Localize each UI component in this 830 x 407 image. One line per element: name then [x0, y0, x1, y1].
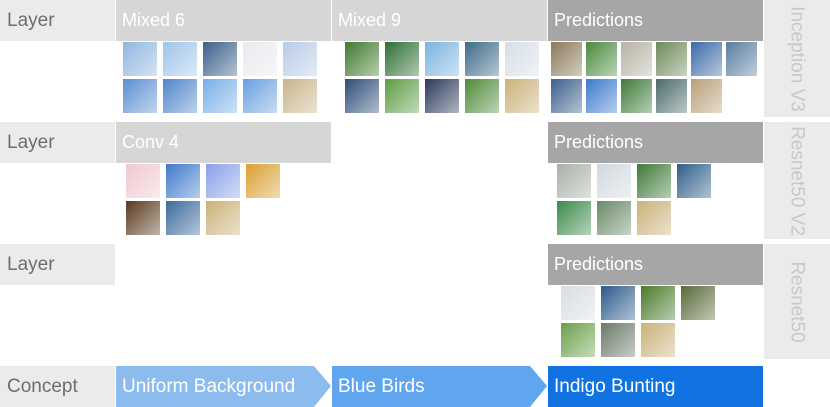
- concept-text-indigo-bunting: Indigo Bunting: [554, 376, 676, 397]
- thumbnail-image: [636, 163, 672, 199]
- thumbnail-image: [550, 78, 583, 114]
- thumbnail-image: [690, 41, 723, 77]
- concept-box-indigo-bunting: [548, 366, 763, 407]
- thumbnail-image: [655, 41, 688, 77]
- thumbnail-image: [556, 200, 592, 236]
- thumbnail-image: [655, 78, 688, 114]
- row-1-label: Layer: [0, 0, 115, 41]
- thumbnail-image: [125, 163, 161, 199]
- model-label-resnet50-v2: Resnet50 V2: [764, 122, 830, 239]
- thumbnail-image: [600, 322, 636, 358]
- layer-header-mixed-6: Mixed 6: [116, 0, 331, 41]
- thumbnail-image: [122, 41, 158, 77]
- concept-text-uniform-background: Uniform Background: [122, 376, 296, 397]
- thumbnail-image: [165, 200, 201, 236]
- thumbnail-image: [344, 41, 380, 77]
- thumbnail-image: [282, 78, 318, 114]
- thumbnail-image: [344, 78, 380, 114]
- thumbnail-image: [556, 163, 592, 199]
- thumbnail-image: [205, 200, 241, 236]
- thumbnail-image: [384, 41, 420, 77]
- thumbnail-image: [205, 163, 241, 199]
- thumbnail-image: [242, 41, 278, 77]
- model-label-inception-v3: Inception V3: [764, 0, 830, 117]
- thumbnail-image: [245, 163, 281, 199]
- concept-arrow-uniform-background: [116, 366, 331, 407]
- thumbnail-image: [202, 41, 238, 77]
- thumbnail-image: [560, 322, 596, 358]
- thumbnail-image: [162, 78, 198, 114]
- thumbnail-image: [636, 200, 672, 236]
- layer-header-predictions-1: Predictions: [548, 0, 763, 41]
- thumbnail-image: [464, 78, 500, 114]
- thumbnail-image: [600, 285, 636, 321]
- thumbnail-image: [725, 41, 758, 77]
- thumbnail-image: [504, 78, 540, 114]
- thumbnail-image: [384, 78, 420, 114]
- thumbnail-image: [242, 78, 278, 114]
- thumbnail-image: [620, 78, 653, 114]
- thumbnail-image: [125, 200, 161, 236]
- thumbnail-image: [585, 41, 618, 77]
- row-2-label: Layer: [0, 122, 115, 163]
- thumbnail-image: [585, 78, 618, 114]
- thumbnail-image: [560, 285, 596, 321]
- thumbnail-image: [596, 200, 632, 236]
- thumbnail-image: [424, 41, 460, 77]
- thumbnail-image: [165, 163, 201, 199]
- thumbnail-image: [550, 41, 583, 77]
- thumbnail-image: [282, 41, 318, 77]
- layer-header-predictions-2: Predictions: [548, 122, 763, 163]
- concept-label: Concept: [0, 366, 115, 407]
- concept-arrow-blue-birds: [332, 366, 547, 407]
- thumbnail-image: [202, 78, 238, 114]
- thumbnail-image: [122, 78, 158, 114]
- thumbnail-image: [680, 285, 716, 321]
- thumbnail-image: [640, 322, 676, 358]
- layer-header-predictions-3: Predictions: [548, 244, 763, 285]
- thumbnail-image: [620, 41, 653, 77]
- layer-header-mixed-9: Mixed 9: [332, 0, 547, 41]
- model-label-resnet50: Resnet50: [764, 244, 830, 359]
- layer-header-conv-4: Conv 4: [116, 122, 331, 163]
- row-3-label: Layer: [0, 244, 115, 285]
- thumbnail-image: [596, 163, 632, 199]
- concept-text-blue-birds: Blue Birds: [338, 376, 425, 397]
- thumbnail-image: [424, 78, 460, 114]
- thumbnail-image: [504, 41, 540, 77]
- thumbnail-image: [690, 78, 723, 114]
- thumbnail-image: [676, 163, 712, 199]
- thumbnail-image: [464, 41, 500, 77]
- thumbnail-image: [162, 41, 198, 77]
- thumbnail-image: [640, 285, 676, 321]
